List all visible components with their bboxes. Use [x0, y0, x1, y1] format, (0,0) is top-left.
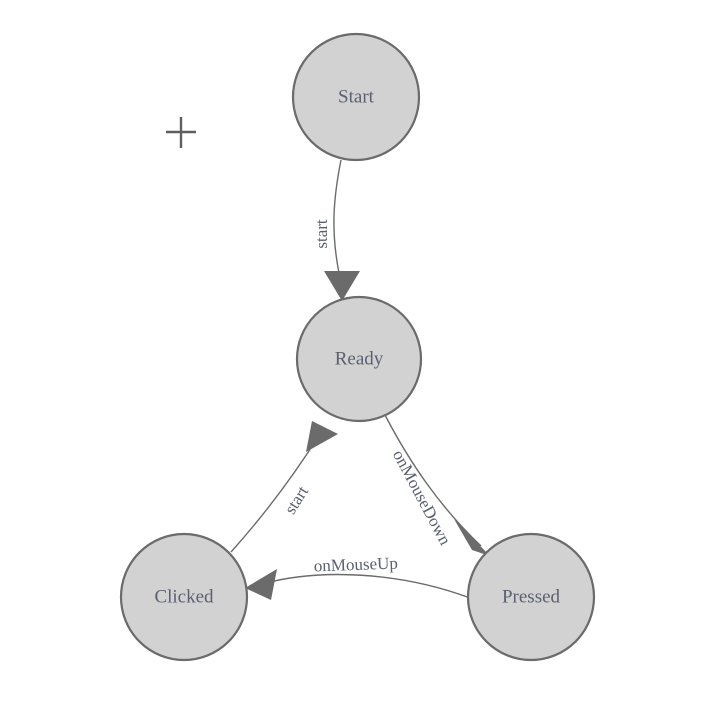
edge-ready-to-pressed-arrowhead: [454, 519, 490, 556]
edge-pressed-to-clicked-path: [261, 573, 471, 599]
edge-pressed-to-clicked-arrowhead: [245, 569, 277, 600]
edge-start-to-ready[interactable]: start: [312, 159, 360, 301]
node-start-circle[interactable]: [291, 32, 421, 162]
edge-clicked-to-ready[interactable]: start: [230, 421, 338, 553]
node-pressed-label: Pressed: [502, 586, 561, 607]
plus-crosshair-icon[interactable]: [166, 117, 196, 148]
node-ready-circle[interactable]: [295, 295, 423, 423]
node-clicked-label: Clicked: [154, 586, 214, 607]
edge-label-pressed-to-clicked: onMouseUp: [313, 554, 398, 576]
edge-label-clicked-to-ready: start: [281, 482, 313, 517]
node-ready-label: Ready: [335, 348, 384, 369]
edge-clicked-to-ready-arrowhead: [306, 421, 338, 452]
node-pressed[interactable]: Pressed: [466, 532, 596, 662]
edge-ready-to-pressed-path: [384, 414, 482, 547]
edge-start-to-ready-arrowhead: [324, 271, 360, 301]
node-ready[interactable]: Ready: [295, 295, 423, 423]
edge-label-ready-to-pressed: onMouseDown: [389, 447, 455, 549]
edge-ready-to-pressed[interactable]: onMouseDown: [384, 414, 490, 556]
node-start-label: Start: [338, 86, 375, 107]
node-clicked[interactable]: Clicked: [119, 532, 249, 662]
edge-start-to-ready-path: [333, 159, 342, 274]
node-pressed-circle[interactable]: [466, 532, 596, 662]
edge-label-start-to-ready: start: [312, 219, 331, 249]
edge-pressed-to-clicked[interactable]: onMouseUp: [245, 554, 471, 600]
node-start[interactable]: Start: [291, 32, 421, 162]
node-clicked-circle[interactable]: [119, 532, 249, 662]
